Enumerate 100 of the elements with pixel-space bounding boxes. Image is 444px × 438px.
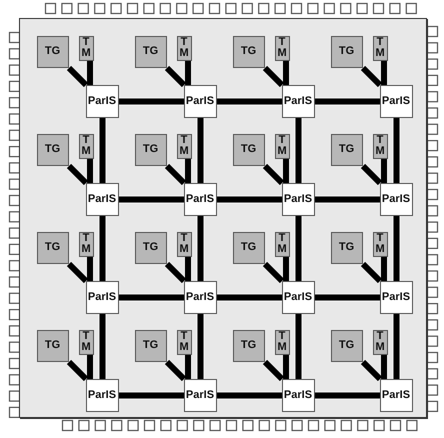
block-label: ParIS xyxy=(186,390,214,400)
tm-block xyxy=(274,232,290,256)
connection-line xyxy=(282,158,288,182)
paris-block xyxy=(184,378,216,412)
connection-line xyxy=(164,359,186,381)
block-label: T M xyxy=(180,37,188,59)
tg-block xyxy=(36,36,68,68)
block-label: T M xyxy=(376,135,384,157)
connection-line xyxy=(86,158,92,182)
block-label: ParIS xyxy=(186,194,214,204)
block-label: TG xyxy=(240,242,256,253)
connection-line xyxy=(86,354,92,378)
connection-line xyxy=(184,256,190,280)
block-label: TG xyxy=(338,46,354,57)
block-label: ParIS xyxy=(382,96,410,106)
paris-block xyxy=(184,280,216,314)
block-label: TG xyxy=(338,242,354,253)
paris-block xyxy=(282,378,314,412)
paris-block xyxy=(380,182,412,216)
paris-block xyxy=(184,182,216,216)
block-label: ParIS xyxy=(284,390,312,400)
tg-block xyxy=(330,134,362,166)
tm-block xyxy=(78,36,94,60)
block-label: T M xyxy=(376,37,384,59)
connection-line xyxy=(262,359,284,381)
tm-block xyxy=(372,330,388,354)
block-label: ParIS xyxy=(186,292,214,302)
connection-line xyxy=(216,196,282,202)
block-label: T M xyxy=(278,331,286,353)
block-label: TG xyxy=(44,242,60,253)
connection-line xyxy=(86,60,92,84)
connection-line xyxy=(184,354,190,378)
tg-block xyxy=(330,330,362,362)
tg-block xyxy=(134,232,166,264)
block-label: TG xyxy=(44,46,60,57)
block-label: T M xyxy=(180,331,188,353)
block-label: T M xyxy=(278,135,286,157)
tm-block xyxy=(78,330,94,354)
connection-line xyxy=(197,118,203,182)
connection-line xyxy=(262,65,284,87)
block-label: ParIS xyxy=(382,194,410,204)
paris-block xyxy=(282,182,314,216)
block-label: ParIS xyxy=(382,390,410,400)
connection-line xyxy=(118,294,184,300)
connection-line xyxy=(360,65,382,87)
tg-block xyxy=(36,232,68,264)
connection-line xyxy=(118,98,184,104)
block-label: ParIS xyxy=(88,292,116,302)
tg-block xyxy=(134,36,166,68)
tm-block xyxy=(372,232,388,256)
tm-block xyxy=(372,134,388,158)
tg-block xyxy=(330,232,362,264)
connection-line xyxy=(360,359,382,381)
block-label: TG xyxy=(44,144,60,155)
block-label: ParIS xyxy=(382,292,410,302)
connection-line xyxy=(393,118,399,182)
tm-block xyxy=(274,134,290,158)
tm-block xyxy=(176,330,192,354)
tg-block xyxy=(36,134,68,166)
connection-line xyxy=(282,354,288,378)
block-label: ParIS xyxy=(186,96,214,106)
block-label: ParIS xyxy=(88,194,116,204)
block-label: T M xyxy=(278,233,286,255)
connection-line xyxy=(216,98,282,104)
paris-block xyxy=(380,84,412,118)
block-label: TG xyxy=(338,144,354,155)
paris-block xyxy=(86,378,118,412)
connection-line xyxy=(66,65,88,87)
block-label: T M xyxy=(82,233,90,255)
connection-line xyxy=(99,118,105,182)
tm-block xyxy=(372,36,388,60)
paris-block xyxy=(282,84,314,118)
tg-block xyxy=(232,36,264,68)
tg-block xyxy=(232,232,264,264)
connection-line xyxy=(282,60,288,84)
tg-block xyxy=(134,134,166,166)
block-label: ParIS xyxy=(88,96,116,106)
connection-line xyxy=(99,314,105,378)
block-label: T M xyxy=(278,37,286,59)
connection-line xyxy=(118,196,184,202)
block-label: TG xyxy=(142,144,158,155)
paris-block xyxy=(86,182,118,216)
connection-line xyxy=(262,163,284,185)
connection-line xyxy=(380,158,386,182)
paris-block xyxy=(184,84,216,118)
tg-block xyxy=(330,36,362,68)
block-label: TG xyxy=(142,340,158,351)
block-label: T M xyxy=(82,37,90,59)
connection-line xyxy=(360,261,382,283)
connection-line xyxy=(295,216,301,280)
tg-block xyxy=(232,330,264,362)
tg-block xyxy=(36,330,68,362)
connection-line xyxy=(295,118,301,182)
connection-line xyxy=(164,163,186,185)
block-label: T M xyxy=(82,135,90,157)
connection-line xyxy=(295,314,301,378)
connection-line xyxy=(99,216,105,280)
block-label: TG xyxy=(240,46,256,57)
block-label: T M xyxy=(82,331,90,353)
connection-line xyxy=(393,216,399,280)
